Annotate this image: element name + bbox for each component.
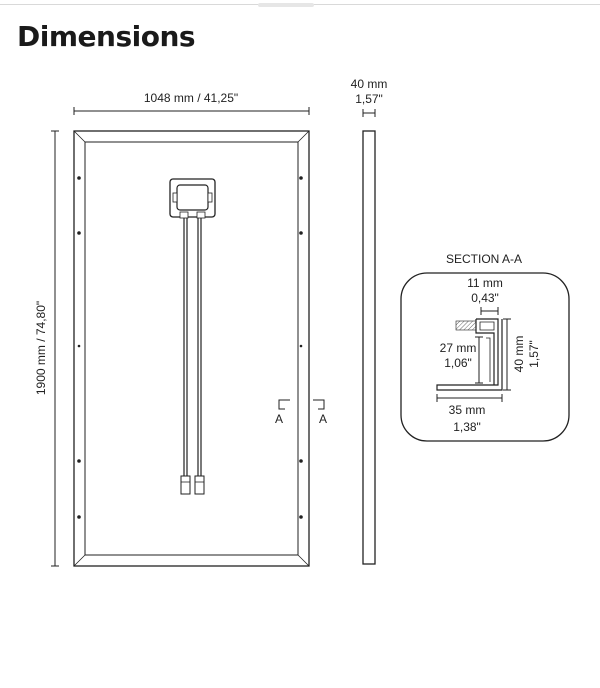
panel-side-view — [362, 130, 376, 565]
section-detail: SECTION A-A 11 mm 0,43" 27 mm 1,06" 40 m… — [400, 252, 570, 442]
base-mm: 35 mm — [449, 403, 486, 417]
depth-label-in: 1,57" — [355, 92, 383, 106]
height-label: 1900 mm / 74,80" — [34, 301, 48, 395]
width-dimension: 1048 mm / 41,25" — [73, 91, 310, 115]
height-in: 1,57" — [527, 340, 541, 368]
base-in: 1,38" — [453, 420, 481, 434]
inner-mm: 27 mm — [440, 341, 477, 355]
width-label: 1048 mm / 41,25" — [144, 91, 238, 105]
junction-box — [169, 178, 216, 219]
lip-mm: 11 mm — [467, 276, 503, 290]
lip-in: 0,43" — [471, 291, 499, 305]
output-cables — [180, 218, 205, 495]
depth-dimension: 40 mm 1,57" — [351, 77, 388, 117]
frame-profile — [436, 318, 503, 391]
section-marker-left: A — [275, 412, 283, 426]
depth-label-mm: 40 mm — [351, 77, 388, 91]
section-title: SECTION A-A — [446, 252, 522, 266]
inner-in: 1,06" — [444, 356, 472, 370]
drag-handle — [258, 3, 314, 7]
section-marker-right: A — [319, 412, 327, 426]
section-detail-box — [400, 272, 570, 442]
height-dimension: 1900 mm / 74,80" — [34, 130, 59, 567]
mounting-holes — [77, 176, 303, 519]
panel-rear-view: A A — [73, 130, 327, 567]
section-markers: A A — [275, 399, 327, 426]
page-title: Dimensions — [17, 20, 196, 53]
height-mm: 40 mm — [512, 336, 526, 373]
